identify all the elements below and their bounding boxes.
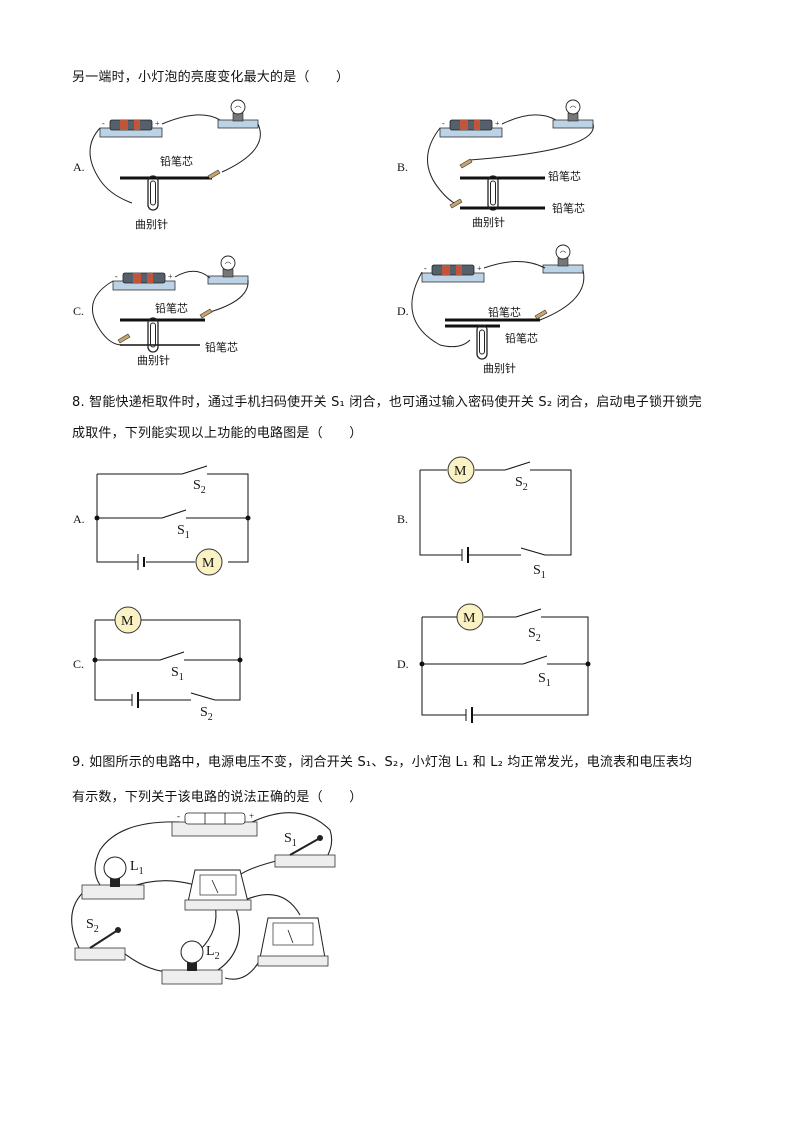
q8-c-motor-label: M bbox=[121, 614, 134, 629]
q7-figure-d: 铅笔芯 铅笔芯 曲别针 bbox=[411, 244, 585, 375]
q9-ammeter bbox=[184, 869, 252, 911]
q7-a-pencil-label: 铅笔芯 bbox=[160, 154, 193, 168]
q7-figure-a: 铅笔芯 曲别针 bbox=[89, 99, 261, 231]
q8-diagram-d bbox=[421, 608, 589, 723]
q8-d-motor-label: M bbox=[463, 611, 476, 626]
q7-option-d-letter: D. bbox=[397, 304, 409, 318]
q7-option-c-letter: C. bbox=[73, 304, 85, 318]
q7-d-pencil-label-1: 铅笔芯 bbox=[488, 305, 521, 319]
svg-text:S2: S2 bbox=[86, 917, 99, 935]
svg-text:S2: S2 bbox=[193, 478, 206, 496]
svg-text:S2: S2 bbox=[200, 705, 213, 723]
q8-option-b-letter: B. bbox=[397, 512, 409, 526]
svg-text:-: - bbox=[177, 811, 180, 821]
q7-c-pencil-label-1: 铅笔芯 bbox=[155, 301, 188, 315]
q7-figure-b: 铅笔芯 铅笔芯 曲别针 bbox=[427, 99, 594, 229]
q9-battery: - + bbox=[171, 811, 258, 837]
q8-b-motor-label: M bbox=[454, 464, 467, 479]
q9-stem-line-1: 9. 如图所示的电路中，电源电压不变，闭合开关 S₁、S₂，小灯泡 L₁ 和 L… bbox=[72, 755, 693, 770]
q7-d-clip-label: 曲别针 bbox=[483, 361, 516, 375]
svg-text:+: + bbox=[249, 811, 254, 821]
q9-voltmeter bbox=[257, 917, 329, 967]
q8-a-motor-label: M bbox=[202, 556, 215, 571]
q8-switch-labels: S2 S1 S2 S1 S1 S2 S2 S1 bbox=[171, 475, 551, 723]
svg-text:S1: S1 bbox=[284, 831, 297, 849]
q9-switch-s2: S2 bbox=[74, 917, 126, 961]
svg-text:S1: S1 bbox=[533, 563, 546, 581]
q7-b-pencil-label-1: 铅笔芯 bbox=[548, 169, 581, 183]
svg-text:S1: S1 bbox=[538, 671, 551, 689]
q8-stem-line-2: 成取件，下列能实现以上功能的电路图是（ ） bbox=[72, 426, 363, 441]
q8-diagram-b bbox=[419, 461, 572, 563]
svg-text:L1: L1 bbox=[130, 859, 144, 877]
q7-figure-c: 铅笔芯 铅笔芯 曲别针 bbox=[92, 255, 249, 367]
svg-text:S2: S2 bbox=[528, 626, 541, 644]
q7-c-clip-label: 曲别针 bbox=[137, 353, 170, 367]
q7-b-pencil-label-2: 铅笔芯 bbox=[552, 201, 585, 215]
svg-text:L2: L2 bbox=[206, 944, 220, 962]
q8-motors: M M M M bbox=[114, 456, 484, 634]
svg-text:S1: S1 bbox=[171, 665, 184, 683]
q7-option-b-letter: B. bbox=[397, 160, 409, 174]
q7-c-pencil-label-2: 铅笔芯 bbox=[205, 340, 238, 354]
q8-stem-line-1: 8. 智能快递柜取件时，通过手机扫码使开关 S₁ 闭合，也可通过输入密码使开关 … bbox=[72, 395, 702, 410]
q9-bulb-l2: L2 bbox=[161, 940, 223, 985]
svg-text:S1: S1 bbox=[177, 523, 190, 541]
q7-d-pencil-label-2: 铅笔芯 bbox=[505, 331, 538, 345]
q7-stem-tail: 另一端时，小灯泡的亮度变化最大的是（ ） bbox=[72, 70, 350, 85]
q7-option-a-letter: A. bbox=[73, 160, 85, 174]
q9-bulb-l1: L1 bbox=[81, 856, 145, 900]
q8-option-c-letter: C. bbox=[73, 657, 85, 671]
q9-switch-s1: S1 bbox=[274, 831, 336, 868]
q8-option-a-letter: A. bbox=[73, 512, 85, 526]
svg-text:S2: S2 bbox=[515, 475, 528, 493]
q9-stem-line-2: 有示数，下列关于该电路的说法正确的是（ ） bbox=[72, 790, 363, 805]
q7-a-clip-label: 曲别针 bbox=[135, 217, 168, 231]
q7-b-clip-label: 曲别针 bbox=[472, 215, 505, 229]
q8-option-d-letter: D. bbox=[397, 657, 409, 671]
